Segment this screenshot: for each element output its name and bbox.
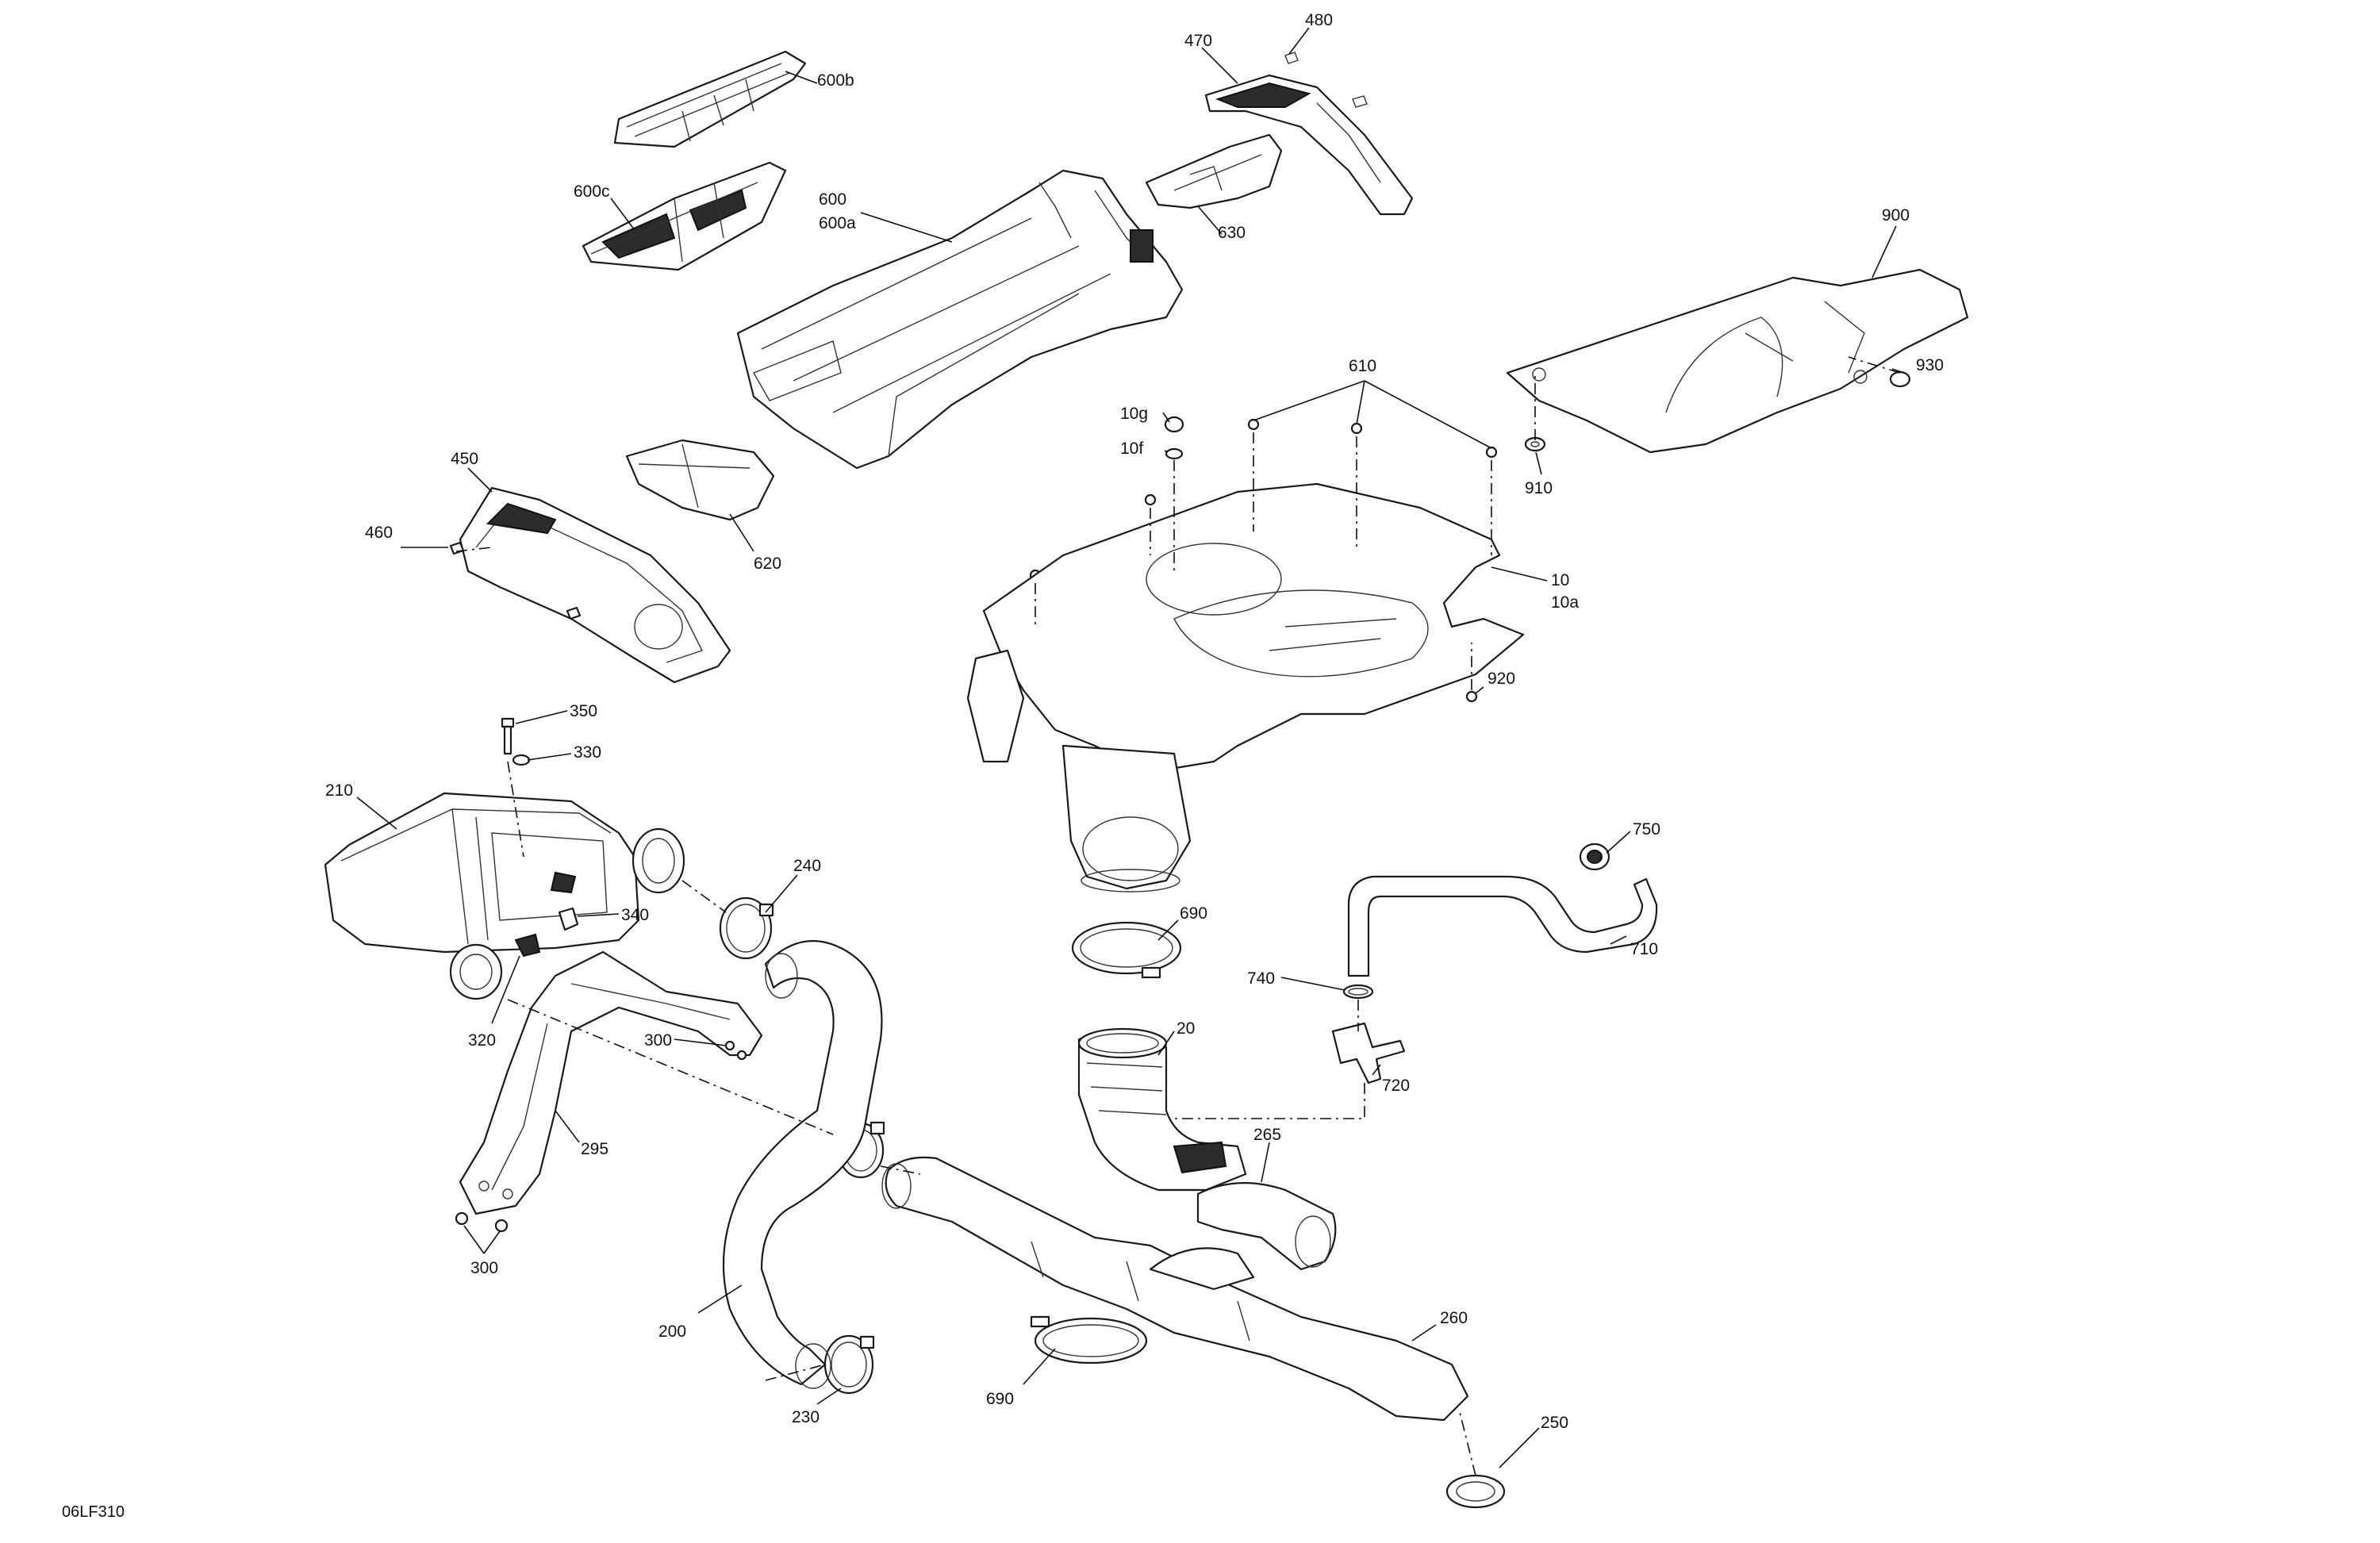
callout-10a: 10a <box>1551 593 1579 612</box>
part-330-washer <box>512 754 531 766</box>
callout-480: 480 <box>1305 11 1333 29</box>
part-240-clamp <box>719 896 774 960</box>
callout-leader-lines <box>356 27 1905 1468</box>
callout-260: 260 <box>1440 1309 1468 1327</box>
callout-300-lower: 300 <box>470 1259 498 1277</box>
callout-470: 470 <box>1184 32 1212 50</box>
callout-720: 720 <box>1382 1077 1410 1095</box>
callout-350: 350 <box>570 702 597 720</box>
part-470 <box>1204 74 1414 216</box>
part-920-screw <box>1465 690 1478 703</box>
part-300-fasteners <box>455 1040 747 1233</box>
callout-630: 630 <box>1218 224 1246 242</box>
part-295-bracket <box>459 950 763 1215</box>
part-620 <box>625 439 775 521</box>
callout-10: 10 <box>1551 571 1569 589</box>
part-600c <box>582 161 787 271</box>
part-200-hose <box>722 939 883 1389</box>
callout-250: 250 <box>1541 1414 1568 1432</box>
callout-600b: 600b <box>817 71 854 90</box>
callout-265: 265 <box>1253 1126 1281 1144</box>
callout-320: 320 <box>468 1031 496 1050</box>
part-265-boot <box>1196 1182 1337 1271</box>
callout-930: 930 <box>1916 356 1944 374</box>
part-340-clip <box>558 907 579 931</box>
callout-295: 295 <box>581 1140 608 1158</box>
part-720-tee <box>1331 1022 1406 1084</box>
callout-200: 200 <box>658 1322 686 1341</box>
part-450 <box>459 486 731 684</box>
part-230-clamp <box>823 1334 875 1395</box>
callout-690-lower: 690 <box>986 1390 1014 1408</box>
part-10-airbox-base <box>966 482 1525 892</box>
callout-10g: 10g <box>1120 405 1148 423</box>
part-930-nut <box>1889 370 1911 388</box>
part-690-clamp-lower <box>1030 1315 1148 1365</box>
callout-20: 20 <box>1177 1019 1195 1038</box>
callout-600c: 600c <box>574 182 610 201</box>
assembly-center-lines <box>455 356 1901 1476</box>
part-10g-10f <box>1164 416 1184 460</box>
part-690-clamp-upper <box>1071 921 1182 979</box>
part-600-airbox <box>736 169 1184 470</box>
figure-id: 06LF310 <box>62 1503 125 1521</box>
part-910-washer <box>1524 436 1546 452</box>
part-250-plug <box>1445 1474 1506 1509</box>
part-710-hose <box>1347 875 1658 977</box>
callout-460: 460 <box>365 524 393 542</box>
callout-920: 920 <box>1488 670 1515 688</box>
callout-330: 330 <box>574 743 601 762</box>
callout-900: 900 <box>1882 206 1910 225</box>
part-480-screw <box>1284 52 1368 108</box>
part-900-heat-shield <box>1506 268 1969 454</box>
part-20-adapter <box>1077 1027 1247 1192</box>
callout-750: 750 <box>1633 820 1660 839</box>
part-350-bolt <box>501 717 515 755</box>
callout-600a: 600a <box>819 214 856 232</box>
callout-230: 230 <box>792 1408 820 1426</box>
callout-labels: 470 480 600b 600c 600 600a 630 900 930 9… <box>325 11 1944 1432</box>
callout-10f: 10f <box>1120 439 1143 458</box>
callout-450: 450 <box>451 450 478 468</box>
part-320-clip <box>514 933 541 958</box>
callout-620: 620 <box>754 555 781 573</box>
callout-300-upper: 300 <box>644 1031 672 1050</box>
callout-600: 600 <box>819 190 846 209</box>
callout-710: 710 <box>1630 940 1658 958</box>
callout-910: 910 <box>1525 479 1553 497</box>
part-740-clamp <box>1342 984 1374 1000</box>
part-750-cap <box>1579 843 1610 871</box>
part-600b <box>613 50 807 148</box>
callout-690-upper: 690 <box>1180 904 1207 923</box>
part-630 <box>1145 133 1283 209</box>
callout-240: 240 <box>793 857 821 875</box>
callout-340: 340 <box>621 906 649 924</box>
callout-610: 610 <box>1349 357 1376 375</box>
part-260-tube <box>881 1156 1469 1422</box>
callout-210: 210 <box>325 781 353 800</box>
callout-740: 740 <box>1247 969 1275 988</box>
